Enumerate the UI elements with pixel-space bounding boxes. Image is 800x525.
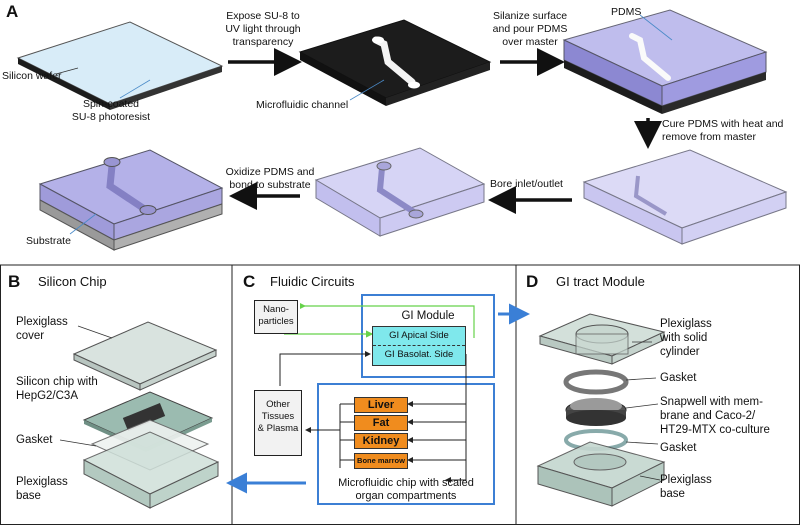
other-tissues-box: Other Tissues & Plasma [254, 390, 302, 456]
gi-module-title: GI Module [401, 310, 455, 322]
label-silicon-chip-2: HepG2/C3A [16, 390, 79, 402]
step-oxidize-line1: Oxidize PDMS and [225, 166, 315, 178]
wafer-slab-2 [298, 19, 492, 106]
step-bore: Bore inlet/outlet [490, 178, 563, 190]
organ-kidney: Kidney [354, 433, 408, 449]
panel-d-title: GI tract Module [556, 274, 645, 289]
nanoparticles-line2: particles [258, 316, 294, 327]
gasket-d-top [563, 369, 629, 395]
step-expose-line1: Expose SU-8 to [226, 10, 300, 22]
label-snapwell-3: HT29-MTX co-culture [660, 424, 770, 436]
nanoparticles-line1: Nano- [263, 304, 289, 315]
label-silicon-wafer: Silicon wafer [2, 70, 62, 82]
other-tissues-line3: & Plasma [257, 423, 299, 434]
label-pdms: PDMS [611, 6, 642, 18]
plexiglass-cover [72, 321, 218, 391]
panel-c-letter: C [243, 272, 256, 291]
step-silanize-line1: Silanize surface [492, 10, 568, 22]
label-plexiglass-base-b-2: base [16, 490, 41, 502]
label-su8-photoresist: SU-8 photoresist [71, 111, 151, 123]
label-plexiglass-cover-1: Plexiglass [16, 316, 68, 328]
label-plexi-cyl-1: Plexiglass [660, 318, 712, 330]
step-expose-line3: transparency [232, 36, 294, 48]
gi-basolat-label: GI Basolat. Side [384, 349, 454, 360]
label-microfluidic-channel: Microfluidic channel [256, 99, 349, 111]
step-silanize-line3: over master [502, 36, 558, 48]
label-plexi-cyl-3: cylinder [660, 346, 700, 358]
label-plexiglass-base-b-1: Plexiglass [16, 476, 68, 488]
panel-b-title: Silicon Chip [38, 274, 107, 289]
label-plexi-base-d-2: base [660, 488, 685, 500]
other-tissues-line2: Tissues [261, 411, 295, 422]
plexiglass-cylinder-top [538, 313, 666, 365]
nanoparticles-box: Nano- particles [254, 300, 298, 334]
organ-fat: Fat [354, 415, 408, 431]
label-snapwell-2: brane and Caco-2/ [660, 410, 756, 422]
step-cure-line1: Cure PDMS with heat and [662, 118, 784, 130]
label-substrate: Substrate [26, 235, 71, 247]
label-spin-coated: Spin-coated [82, 98, 140, 110]
step-oxidize-line2: bond to substrate [229, 179, 311, 191]
label-gasket-d-2: Gasket [660, 442, 697, 454]
bonded-chip [38, 149, 224, 251]
wafer-slab-1 [16, 21, 224, 110]
snapwell [565, 398, 627, 426]
organ-liver: Liver [354, 397, 408, 413]
chip-caption-1: Microfluidic chip with scaled [338, 477, 474, 489]
step-expose-line2: UV light through [225, 23, 301, 35]
label-plexi-cyl-2: with solid [660, 332, 708, 344]
label-plexiglass-cover-2: cover [16, 330, 45, 342]
cured-pdms [582, 149, 788, 245]
gi-apical-label: GI Apical Side [373, 327, 465, 346]
step-cure-line2: remove from master [662, 131, 756, 143]
bored-pdms [314, 147, 486, 237]
pdms-over-master [562, 9, 768, 114]
panel-c-title: Fluidic Circuits [270, 274, 355, 289]
label-gasket-d-1: Gasket [660, 372, 697, 384]
panel-b-letter: B [8, 272, 21, 291]
label-gasket-b: Gasket [16, 434, 53, 446]
panel-d-letter: D [526, 272, 539, 291]
step-silanize-line2: and pour PDMS [492, 23, 568, 35]
gi-module-box: GI Apical Side GI Basolat. Side [372, 326, 466, 366]
label-plexi-base-d-1: Plexiglass [660, 474, 712, 486]
organ-bone-marrow: Bone marrow [354, 453, 408, 469]
chip-caption-2: organ compartments [355, 490, 457, 502]
panel-a-letter: A [6, 2, 19, 21]
plexiglass-base-b [82, 431, 220, 509]
label-silicon-chip-1: Silicon chip with [16, 376, 98, 388]
other-tissues-line1: Other [266, 399, 290, 410]
plexiglass-base-d [536, 441, 666, 507]
label-snapwell-1: Snapwell with mem- [660, 396, 763, 408]
